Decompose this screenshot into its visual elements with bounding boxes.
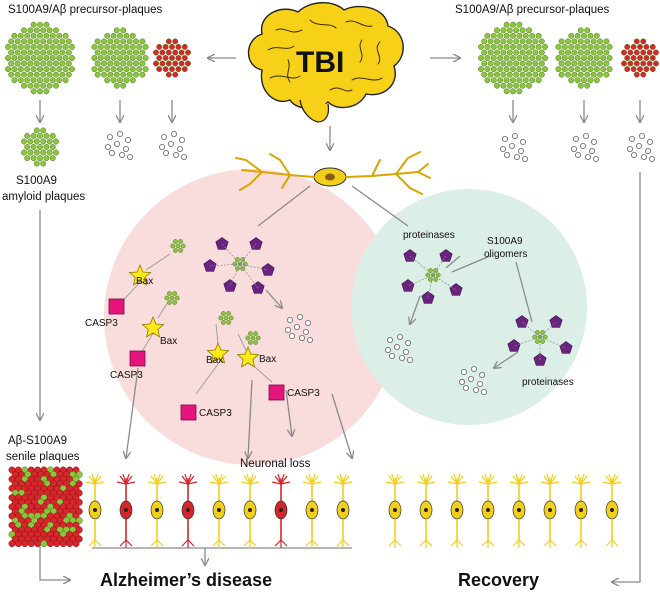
neuron-icon — [416, 473, 436, 548]
connector-arrows — [40, 58, 640, 582]
neuron-icon — [116, 473, 136, 548]
amyloid-plaques-label-line2: amyloid plaques — [2, 191, 85, 203]
neuron-icon — [147, 473, 167, 548]
amyloid-plaque — [21, 127, 59, 167]
casp3-label-4: CASP3 — [287, 388, 320, 399]
neuron-icon — [571, 473, 591, 548]
toxic-pathway-circle — [104, 169, 400, 465]
bax-star-icon — [128, 263, 260, 368]
precursor-plaque-medium-right — [555, 27, 613, 89]
proteinases-label-bottom: proteinases — [522, 377, 574, 388]
neuron-icon — [447, 473, 467, 548]
proteinase-pentagons — [203, 237, 573, 366]
oligomer-2 — [164, 291, 180, 305]
casp3-label-1: CASP3 — [85, 318, 118, 329]
neuron-rows — [85, 473, 622, 548]
precursor-plaques-label-left: S100A9/Aβ precursor-plaques — [8, 4, 163, 16]
neuron-icon — [333, 473, 353, 548]
oligomer-4 — [245, 331, 261, 345]
senile-plaques-label-line2: senile plaques — [6, 451, 80, 463]
neuron-icon — [235, 151, 431, 195]
brain-icon: TBI — [247, 2, 404, 123]
neuron-icon — [178, 473, 198, 548]
precursor-plaque-small-right — [621, 38, 659, 78]
amyloid-plaques-label-line1: S100A9 — [16, 175, 57, 187]
recovery-pathway-circle — [351, 189, 587, 425]
neuron-icon — [509, 473, 529, 548]
neuron-icon — [602, 473, 622, 548]
neuron-icon — [271, 473, 291, 548]
neuron-icon — [85, 473, 105, 548]
precursor-plaque-small-left — [153, 38, 191, 78]
casp3-square-icon — [108, 298, 285, 421]
neuron-icon — [478, 473, 498, 548]
bax-label-2: Bax — [160, 336, 177, 347]
precursor-plaque-large-left — [5, 21, 75, 95]
casp3-label-2: CASP3 — [110, 370, 143, 381]
neuron-icon — [240, 473, 260, 548]
degraded-monomer-clusters — [105, 130, 656, 395]
bax-label-3: Bax — [206, 355, 223, 366]
plaque-aggregates — [5, 21, 659, 345]
precursor-plaque-medium-left — [91, 27, 149, 89]
precursor-plaque-large-right — [478, 21, 548, 95]
oligomer-3 — [218, 311, 234, 325]
bax-label-1: Bax — [136, 276, 153, 287]
senile-plaques-label-line1: Aβ-S100A9 — [8, 435, 67, 447]
senile-plaque-block — [8, 466, 83, 548]
recovery-title: Recovery — [458, 570, 539, 590]
neuron-icon — [385, 473, 405, 548]
alzheimers-disease-title: Alzheimer’s disease — [100, 570, 272, 590]
brain-label-tbi: TBI — [296, 46, 344, 79]
neuron-icon — [540, 473, 560, 548]
proteinases-label-top: proteinases — [403, 230, 455, 241]
neuron-icon — [302, 473, 322, 548]
neuronal-loss-label: Neuronal loss — [240, 458, 311, 470]
bax-label-4: Bax — [259, 354, 276, 365]
precursor-plaques-label-right: S100A9/Aβ precursor-plaques — [455, 4, 610, 16]
oligomers-label-line1: S100A9 — [487, 236, 523, 247]
oligomer-1 — [170, 239, 186, 253]
oligomers-label-line2: oligomers — [484, 249, 527, 260]
casp3-label-3: CASP3 — [199, 408, 232, 419]
neuron-icon — [209, 473, 229, 548]
